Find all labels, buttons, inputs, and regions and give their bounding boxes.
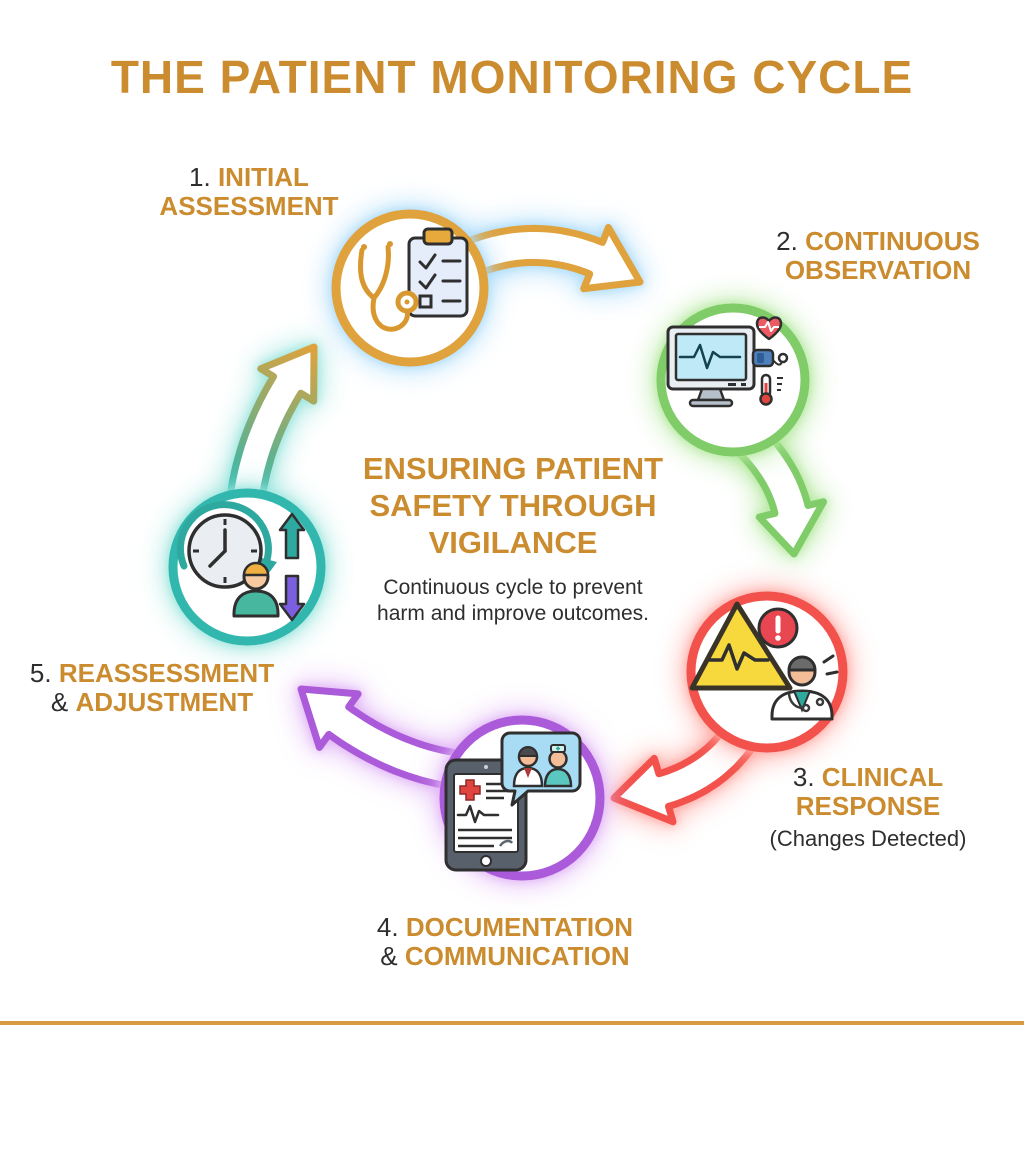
- step-number: 5.: [29, 658, 52, 688]
- heart-rate-icon: [755, 316, 783, 341]
- vitals-monitor-icon: [666, 316, 789, 408]
- doctor-icon: [770, 654, 839, 721]
- arrow-step4-to-step5: [297, 685, 462, 791]
- step-name: CLINICAL: [821, 762, 944, 792]
- step-4-label: 4. DOCUMENTATION & COMMUNICATION: [355, 913, 655, 971]
- center-message: ENSURING PATIENT SAFETY THROUGH VIGILANC…: [337, 450, 689, 627]
- step-name: ASSESSMENT: [159, 191, 339, 221]
- thermometer-icon: [759, 373, 783, 406]
- step-name: COMMUNICATION: [404, 941, 630, 971]
- step-number: 3.: [792, 762, 815, 792]
- warning-triangle-icon: [689, 601, 793, 691]
- arrow-step3-to-step4: [610, 722, 758, 826]
- refresh-arrow-icon: [176, 501, 277, 577]
- step-number: 2.: [776, 226, 798, 256]
- arrow-step5-to-step1: [226, 343, 318, 504]
- step-number: 4.: [376, 912, 399, 942]
- center-subtext: Continuous cycle to prevent harm and imp…: [377, 576, 649, 625]
- alert-exclamation-icon: [757, 607, 799, 649]
- step-5-label: 5. REASSESSMENT & ADJUSTMENT: [2, 659, 302, 717]
- center-heading: ENSURING PATIENT SAFETY THROUGH VIGILANC…: [362, 451, 664, 560]
- stethoscope-clipboard-icon: [358, 227, 469, 332]
- step-name: OBSERVATION: [784, 255, 972, 285]
- person-icon: [232, 561, 280, 618]
- step-note: (Changes Detected): [769, 826, 967, 851]
- cycle-arrows: [226, 224, 827, 826]
- clock-reassessment-icon: [176, 501, 306, 622]
- step-name: DOCUMENTATION: [405, 912, 634, 942]
- step-name: INITIAL: [217, 162, 309, 192]
- step-3-label: 3. CLINICAL RESPONSE (Changes Detected): [718, 763, 1018, 853]
- care-team-chat-icon: [500, 731, 582, 807]
- ampersand: &: [50, 687, 69, 717]
- page-title: THE PATIENT MONITORING CYCLE: [110, 51, 914, 103]
- step-1-label: 1. INITIAL ASSESSMENT: [87, 163, 411, 221]
- alert-doctor-icon: [689, 601, 839, 721]
- arrow-step2-to-step3: [734, 424, 827, 558]
- stethoscope-icon: [358, 241, 419, 332]
- tablet-communication-icon: [444, 731, 582, 872]
- step-name: CONTINUOUS: [805, 226, 980, 256]
- step-name: RESPONSE: [795, 791, 941, 821]
- step-number: 1.: [189, 162, 211, 192]
- monitor-icon: [666, 325, 756, 408]
- clock-icon: [187, 513, 263, 589]
- arrow-step1-to-step2: [462, 224, 644, 293]
- step-2-label: 2. CONTINUOUS OBSERVATION: [728, 227, 1024, 285]
- step-name: ADJUSTMENT: [75, 687, 254, 717]
- ampersand: &: [380, 941, 398, 971]
- footer-divider: [0, 1021, 1024, 1025]
- bp-cuff-icon: [751, 348, 789, 368]
- step-name: REASSESSMENT: [58, 658, 275, 688]
- up-down-arrows-icon: [278, 512, 306, 622]
- clipboard-icon: [407, 227, 469, 318]
